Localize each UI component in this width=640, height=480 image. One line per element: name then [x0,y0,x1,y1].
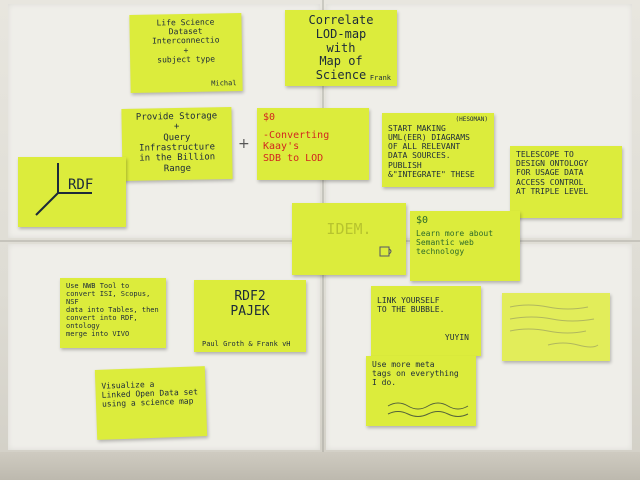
note-rdf2pajek: RDF2 PAJEK Paul Groth & Frank vH [194,280,306,352]
wall-edge [0,452,640,480]
note-idem: IDEM. [292,203,406,275]
meta-tags-scribble [387,402,469,417]
note-correlate-text: Correlate LOD-map with Map of Science [308,13,374,83]
note-meta-tags-text: Use more meta tags on everything I do. [372,360,459,388]
faint-handwriting-scribble [509,304,599,348]
note-telescope-text: TELESCOPE TO DESIGN ONTOLOGY FOR USAGE D… [516,150,589,196]
note-life-science-text: Life Science Dataset Interconnectio + su… [151,17,220,65]
note-rdf-text: RDF [68,177,94,193]
note-link-yourself-text: LINK YOURSELF TO THE BUBBLE. [377,296,445,315]
note-meta-tags: Use more meta tags on everything I do. [366,356,476,426]
note-nwb: Use NWB Tool to convert ISI, Scopus, NSF… [60,278,166,348]
note-visualize: Visualize a Linked Open Data set using a… [94,366,208,440]
note-uml-tag: (HESOMAN) [455,116,488,123]
note-rdf2pajek-text: RDF2 PAJEK [230,289,270,319]
note-semantic-web-amount: $0 [416,215,429,226]
note-semantic-web: $0 Learn more about Semantic web technol… [410,211,520,281]
note-uml: (HESOMAN) START MAKING UML(EER) DIAGRAMS… [382,113,494,187]
note-nwb-text: Use NWB Tool to convert ISI, Scopus, NSF… [66,282,159,339]
note-link-yourself: LINK YOURSELF TO THE BUBBLE. YUYIN [371,286,481,356]
note-converting-text: -Converting Kaay's SDB to LOD [263,129,330,164]
note-uml-text: START MAKING UML(EER) DIAGRAMS OF ALL RE… [388,123,475,179]
note-storage-text: Provide Storage + Query Infrastructure i… [135,111,218,174]
note-life-science: Life Science Dataset Interconnectio + su… [129,13,243,93]
note-correlate: Correlate LOD-map with Map of Science Fr… [285,10,397,86]
note-visualize-text: Visualize a Linked Open Data set using a… [101,379,199,410]
note-idem-text: IDEM. [326,220,372,238]
note-converting: $0 -Converting Kaay's SDB to LOD [257,108,369,180]
rdf-axes-drawing [35,163,92,216]
note-storage: Provide Storage + Query Infrastructure i… [121,107,233,181]
note-telescope: TELESCOPE TO DESIGN ONTOLOGY FOR USAGE D… [510,146,622,218]
note-correlate-signature: Frank [369,74,391,82]
coffee-cup-icon [379,246,392,257]
note-faint [502,293,610,361]
plus-sign: + [238,136,250,152]
note-rdf2pajek-signature: Paul Groth & Frank vH [202,340,291,348]
note-semantic-web-text: Learn more about Semantic web technology [416,228,494,256]
note-link-yourself-signature: YUYIN [444,333,469,342]
note-converting-amount: $0 [263,112,276,123]
note-rdf: RDF [18,157,126,227]
note-life-science-signature: Michal [211,79,237,88]
